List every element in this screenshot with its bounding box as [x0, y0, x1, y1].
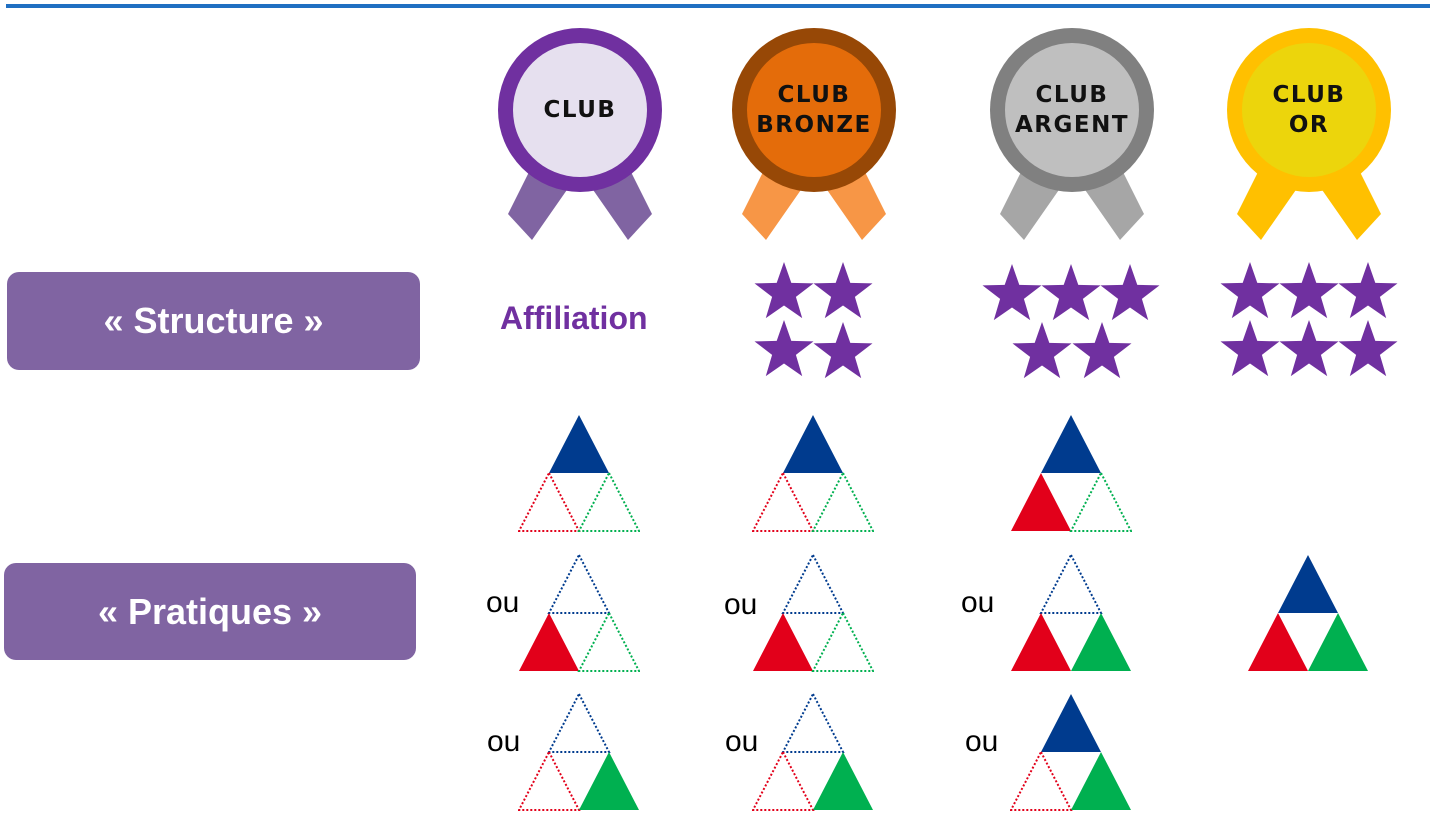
stars-bronze [754, 262, 873, 379]
triangle-green-outline [811, 610, 874, 672]
triangle-red-outline [752, 749, 815, 811]
top-rule [6, 4, 1430, 8]
triangle-red-filled [1011, 613, 1071, 671]
star-icon [1220, 320, 1280, 377]
badge-club-bronze: CLUB BRONZE [724, 26, 904, 246]
badge-label: CLUB ARGENT [1014, 82, 1130, 138]
rosette-icon [990, 28, 1154, 240]
triangle-green-filled [813, 752, 873, 810]
star-icon [1279, 320, 1339, 377]
badge-club-argent: CLUB ARGENT [982, 26, 1162, 246]
triangle-green-filled [1308, 613, 1368, 671]
practice-icon [752, 691, 873, 811]
practice-icon [518, 691, 639, 811]
triangle-red-filled [1011, 473, 1071, 531]
practice-icon [1011, 552, 1131, 671]
star-icon [982, 264, 1042, 321]
triangle-blue-outline [781, 552, 845, 614]
triangle-blue-outline [781, 691, 845, 753]
triangle-green-outline [811, 470, 874, 532]
practice-icon [1011, 415, 1132, 532]
star-icon [1338, 320, 1398, 377]
triangle-blue-filled [1278, 555, 1338, 613]
ou-label: ou [961, 586, 995, 619]
star-icon [1279, 262, 1339, 319]
rosette-icon [1227, 28, 1391, 240]
practice-icon [519, 552, 640, 672]
stars-or [1220, 262, 1398, 377]
badge-club-or: CLUB OR [1219, 26, 1399, 246]
triangle-red-filled [519, 613, 579, 671]
rosette-icon [498, 28, 662, 240]
triangle-blue-filled [1041, 694, 1101, 752]
row-label-pratiques: « Pratiques » [4, 563, 416, 660]
triangle-green-filled [1071, 752, 1131, 810]
triangle-red-outline [752, 470, 815, 532]
practice-icon [1010, 694, 1131, 811]
triangle-blue-filled [783, 415, 843, 473]
triangle-red-outline [518, 749, 581, 811]
row-label-structure: « Structure » [7, 272, 420, 370]
practice-icon [518, 415, 640, 532]
ou-label: ou [486, 586, 520, 619]
triangle-green-outline [577, 610, 640, 672]
badge-label: CLUB BRONZE [756, 82, 872, 138]
ou-label: ou [965, 725, 999, 758]
triangle-red-filled [753, 613, 813, 671]
practice-icon [752, 415, 874, 532]
badge-club: CLUB [490, 26, 670, 246]
triangle-green-outline [577, 470, 640, 532]
triangle-blue-outline [1039, 552, 1103, 614]
practice-icon [753, 552, 874, 672]
badge-label: CLUB OR [1272, 82, 1346, 138]
triangle-red-outline [1010, 749, 1073, 811]
triangle-blue-outline [547, 552, 611, 614]
star-icon [1338, 262, 1398, 319]
ou-label: ou [725, 725, 759, 758]
star-icon [1041, 264, 1101, 321]
triangle-blue-outline [547, 691, 611, 753]
star-icon [813, 322, 873, 379]
triangle-red-filled [1248, 613, 1308, 671]
star-icon [1012, 322, 1072, 379]
triangle-green-filled [1071, 613, 1131, 671]
triangle-blue-filled [1041, 415, 1101, 473]
stars-argent [982, 264, 1160, 379]
rosette-icon [732, 28, 896, 240]
triangle-blue-filled [549, 415, 609, 473]
badge-label: CLUB [543, 97, 617, 123]
affiliation-label: Affiliation [500, 300, 648, 336]
star-icon [1100, 264, 1160, 321]
star-icon [754, 320, 814, 377]
ou-label: ou [724, 588, 758, 621]
star-icon [1072, 322, 1132, 379]
practice-icon [1248, 555, 1368, 671]
triangle-green-filled [579, 752, 639, 810]
star-icon [1220, 262, 1280, 319]
star-icon [813, 262, 873, 319]
triangle-red-outline [518, 470, 581, 532]
triangle-green-outline [1069, 470, 1132, 532]
star-icon [754, 262, 814, 319]
ou-label: ou [487, 725, 521, 758]
